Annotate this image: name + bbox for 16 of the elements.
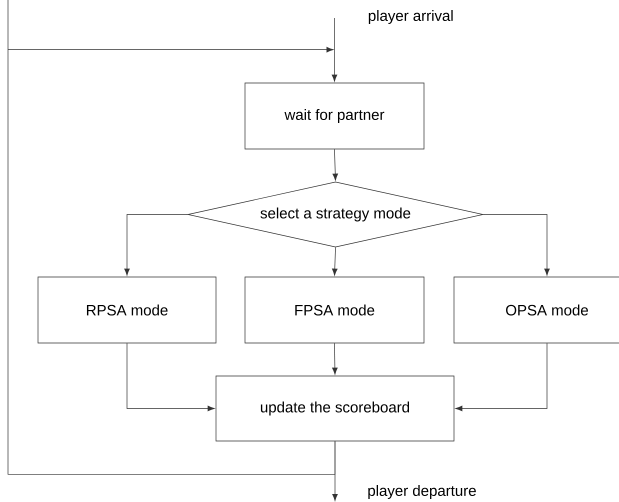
- process-box: wait for partner: [244, 82, 424, 150]
- process-box: FPSA mode: [244, 276, 424, 344]
- edge-label: player arrival: [366, 9, 455, 25]
- arrow: [126, 342, 215, 412]
- process-box: update the scoreboard: [216, 376, 454, 442]
- arrow: [332, 148, 338, 181]
- arrow: [455, 342, 548, 412]
- edge-label: player departure: [366, 484, 478, 500]
- arrow: [332, 342, 338, 375]
- arrow: [332, 18, 338, 82]
- process-box: OPSA mode: [454, 276, 619, 344]
- arrow: [483, 214, 550, 276]
- arrow: [8, 0, 336, 475]
- process-box: RPSA mode: [38, 276, 216, 344]
- arrow: [124, 214, 188, 276]
- arrow: [332, 246, 338, 276]
